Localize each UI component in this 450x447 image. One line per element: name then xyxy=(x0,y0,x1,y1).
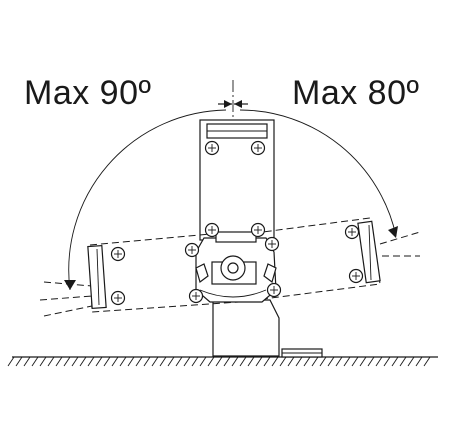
hatch-line xyxy=(31,356,39,367)
hatch-line xyxy=(407,356,415,367)
rotation-arcs xyxy=(64,109,398,291)
hatch-line xyxy=(247,356,255,367)
hatch-line xyxy=(15,356,23,367)
right-angle-label: Max 80º xyxy=(292,74,420,112)
hatch-line xyxy=(23,356,31,367)
hatch-line xyxy=(207,356,215,367)
hatch-line xyxy=(103,356,111,367)
top-dimension xyxy=(218,100,248,108)
hatch-line xyxy=(295,356,303,367)
hatch-line xyxy=(263,356,271,367)
hatch-line xyxy=(199,356,207,367)
screw-head-icon xyxy=(110,290,126,306)
hatch-line xyxy=(271,356,279,367)
arm-vertical xyxy=(199,119,275,241)
hinge-body xyxy=(195,231,277,303)
hatch-line xyxy=(335,356,343,367)
screw-head-icon xyxy=(344,224,360,240)
hatch-line xyxy=(135,356,143,367)
hatch-line xyxy=(255,356,263,367)
hatch-line xyxy=(95,356,103,367)
screw-head-icon xyxy=(264,236,280,252)
hatch-line xyxy=(223,356,231,367)
hatch-line xyxy=(47,356,55,367)
limit-lines xyxy=(39,231,421,317)
hatch-line xyxy=(383,356,391,367)
arrow-head-icon xyxy=(388,226,398,238)
hatch-line xyxy=(39,356,47,367)
ground xyxy=(7,356,438,367)
hatch-line xyxy=(303,356,311,367)
hatch-line xyxy=(351,356,359,367)
screws xyxy=(110,140,364,306)
hatch-line xyxy=(375,356,383,367)
pedestal xyxy=(212,299,323,358)
hatch-line xyxy=(71,356,79,367)
screw-head-icon xyxy=(266,282,282,298)
screw-head-icon xyxy=(184,242,200,258)
arrow-head-icon xyxy=(64,280,76,290)
hatch-line xyxy=(343,356,351,367)
hatch-line xyxy=(319,356,327,367)
hatch-line xyxy=(175,356,183,367)
hatch-line xyxy=(415,356,423,367)
hatch-line xyxy=(151,356,159,367)
hatch-line xyxy=(55,356,63,367)
hatch-line xyxy=(231,356,239,367)
hatch-line xyxy=(239,356,247,367)
hatch-line xyxy=(191,356,199,367)
hatch-line xyxy=(279,356,287,367)
screw-head-icon xyxy=(250,222,266,238)
hatch-line xyxy=(119,356,127,367)
hatch-line xyxy=(7,356,15,367)
left-angle-label: Max 90º xyxy=(24,74,152,112)
hatch-line xyxy=(127,356,135,367)
hatch-line xyxy=(391,356,399,367)
hatch-line xyxy=(63,356,71,367)
screw-head-icon xyxy=(250,140,266,156)
hatch-line xyxy=(311,356,319,367)
hatch-line xyxy=(183,356,191,367)
hatch-line xyxy=(215,356,223,367)
hatch-line xyxy=(399,356,407,367)
hatch-line xyxy=(327,356,335,367)
screw-head-icon xyxy=(204,222,220,238)
screw-head-icon xyxy=(188,288,204,304)
hatch-line xyxy=(159,356,167,367)
hatch-line xyxy=(167,356,175,367)
hatch-line xyxy=(367,356,375,367)
screw-head-icon xyxy=(348,268,364,284)
hatch-line xyxy=(79,356,87,367)
hatch-line xyxy=(111,356,119,367)
hatch-line xyxy=(423,356,431,367)
screw-head-icon xyxy=(110,246,126,262)
screw-head-icon xyxy=(204,140,220,156)
hatch-line xyxy=(287,356,295,367)
hatch-line xyxy=(143,356,151,367)
hatch-line xyxy=(359,356,367,367)
hatch-line xyxy=(87,356,95,367)
